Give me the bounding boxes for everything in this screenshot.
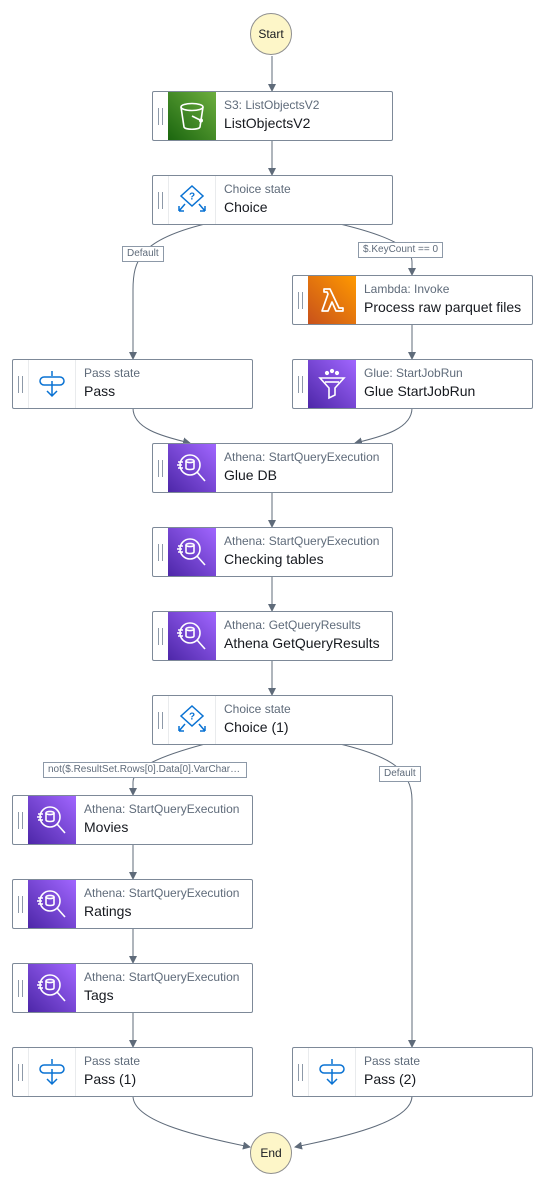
drag-handle-icon[interactable] <box>293 360 308 408</box>
state-name-label: Glue DB <box>224 467 277 483</box>
state-type-label: Pass state <box>364 1054 421 1068</box>
drag-handle-icon[interactable] <box>153 528 168 576</box>
state-name-label: Tags <box>84 987 114 1003</box>
drag-handle-icon[interactable] <box>13 360 28 408</box>
state-type-label: Athena: StartQueryExecution <box>84 802 240 816</box>
edge-label-choice1-default: Default <box>379 766 421 782</box>
state-type-label: Pass state <box>84 1054 141 1068</box>
athena-icon <box>28 964 76 1012</box>
state-name-label: Choice <box>224 199 268 215</box>
svg-text:?: ? <box>189 192 195 203</box>
start-node[interactable]: Start <box>250 13 292 55</box>
drag-handle-icon[interactable] <box>13 1048 28 1096</box>
edge-pass1-end <box>132 1095 251 1150</box>
state-name-label: Movies <box>84 819 129 835</box>
athena-icon <box>28 796 76 844</box>
pass-state-icon <box>28 360 76 408</box>
drag-handle-icon[interactable] <box>153 176 168 224</box>
start-label: Start <box>258 27 284 41</box>
state-type-label: Athena: StartQueryExecution <box>84 970 240 984</box>
end-label: End <box>260 1146 282 1160</box>
edge-choice-pass <box>129 223 206 360</box>
state-name-label: Glue StartJobRun <box>364 383 476 399</box>
drag-handle-icon[interactable] <box>153 612 168 660</box>
s3-bucket-icon <box>168 92 216 140</box>
drag-handle-icon[interactable] <box>153 92 168 140</box>
edge-label-choice-default: Default <box>122 246 164 262</box>
drag-handle-icon[interactable] <box>13 796 28 844</box>
state-name-label: Athena GetQueryResults <box>224 635 380 651</box>
state-type-label: Athena: StartQueryExecution <box>224 534 380 548</box>
state-type-label: Pass state <box>84 366 141 380</box>
state-name-label: Pass <box>84 383 116 399</box>
drag-handle-icon[interactable] <box>153 696 168 744</box>
state-name-label: Pass (2) <box>364 1071 417 1087</box>
state-name-label: Ratings <box>84 903 132 919</box>
state-type-label: Lambda: Invoke <box>364 282 450 296</box>
drag-handle-icon[interactable] <box>13 964 28 1012</box>
state-name-label: ListObjectsV2 <box>224 115 311 131</box>
end-node[interactable]: End <box>250 1132 292 1174</box>
athena-icon <box>168 444 216 492</box>
choice-state-icon: ? <box>168 696 216 744</box>
edge-pass2-end <box>294 1095 413 1150</box>
state-type-label: Athena: StartQueryExecution <box>84 886 240 900</box>
state-name-label: Process raw parquet files <box>364 299 522 315</box>
svg-text:?: ? <box>189 712 195 723</box>
edge-pass-gluedb <box>132 407 191 446</box>
athena-icon <box>168 528 216 576</box>
edge-label-choice-keycount: $.KeyCount == 0 <box>358 242 444 258</box>
state-name-label: Choice (1) <box>224 719 289 735</box>
edge-label-choice1-condition: not($.ResultSet.Rows[0].Data[0].VarChar… <box>43 762 247 778</box>
drag-handle-icon[interactable] <box>13 880 28 928</box>
state-type-label: Glue: StartJobRun <box>364 366 463 380</box>
state-type-label: S3: ListObjectsV2 <box>224 98 320 112</box>
pass-state-icon <box>308 1048 356 1096</box>
edge-glue-gluedb <box>354 407 413 446</box>
edge-choice1-pass2 <box>339 743 416 1048</box>
drag-handle-icon[interactable] <box>153 444 168 492</box>
glue-icon <box>308 360 356 408</box>
athena-icon <box>28 880 76 928</box>
choice-state-icon: ? <box>168 176 216 224</box>
state-name-label: Pass (1) <box>84 1071 137 1087</box>
athena-icon <box>168 612 216 660</box>
state-type-label: Athena: GetQueryResults <box>224 618 361 632</box>
drag-handle-icon[interactable] <box>293 1048 308 1096</box>
state-type-label: Choice state <box>224 182 291 196</box>
drag-handle-icon[interactable] <box>293 276 308 324</box>
state-type-label: Athena: StartQueryExecution <box>224 450 380 464</box>
state-type-label: Choice state <box>224 702 291 716</box>
state-name-label: Checking tables <box>224 551 324 567</box>
pass-state-icon <box>28 1048 76 1096</box>
lambda-icon <box>308 276 356 324</box>
